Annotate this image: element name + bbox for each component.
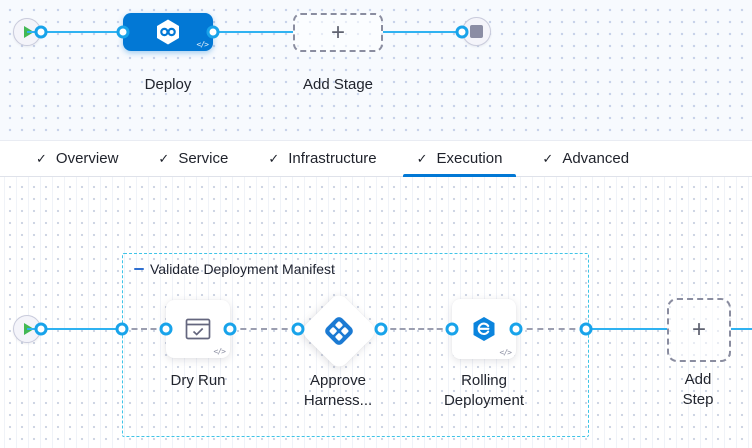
stage-link (383, 31, 462, 33)
exec-link (230, 328, 298, 330)
execution-graph-canvas: Validate Deployment Manifest </> (0, 177, 752, 448)
tab-label: Infrastructure (288, 150, 377, 167)
tab-check-icon: ✓ (542, 150, 554, 166)
step-card-rolling-deployment[interactable]: </> (452, 299, 516, 359)
tab-check-icon: ✓ (416, 150, 428, 166)
tab-advanced[interactable]: ✓ Advanced (528, 141, 643, 176)
rolling-deployment-icon (470, 315, 498, 343)
stage-link (27, 31, 123, 33)
harness-approval-icon (323, 315, 355, 347)
stage-graph-canvas: </> + Deploy Add Stage (0, 0, 752, 140)
connector-port (115, 322, 129, 336)
tab-label: Service (178, 150, 229, 167)
exec-link (27, 328, 122, 330)
connector-port (291, 322, 305, 336)
exec-link (586, 328, 667, 330)
connector-port (206, 25, 220, 39)
tab-check-icon: ✓ (268, 150, 280, 166)
add-stage-label: Add Stage (302, 76, 374, 93)
exec-link (122, 328, 166, 330)
tab-label: Advanced (562, 150, 630, 167)
stage-config-tabs: ✓ Overview ✓ Service ✓ Infrastructure ✓ … (0, 140, 752, 177)
exec-link (516, 328, 586, 330)
yaml-code-icon: </> (196, 40, 209, 49)
plus-icon: + (330, 18, 345, 46)
collapse-group-icon[interactable] (134, 267, 144, 271)
connector-port (159, 322, 173, 336)
connector-port (34, 25, 48, 39)
add-stage-button[interactable]: + (293, 13, 383, 52)
tab-service[interactable]: ✓ Service (144, 141, 242, 176)
stage-node-deploy[interactable]: </> (123, 13, 213, 51)
stop-icon (470, 25, 483, 38)
connector-port (223, 322, 237, 336)
connector-port (455, 25, 469, 39)
step-card-approve[interactable] (299, 291, 379, 371)
tab-overview[interactable]: ✓ Overview (22, 141, 132, 176)
stage-label-deploy: Deploy (144, 76, 192, 93)
step-group-validate-deployment-manifest: Validate Deployment Manifest (122, 253, 589, 437)
connector-port (34, 322, 48, 336)
step-label-dry-run: Dry Run (170, 372, 226, 389)
plus-icon: + (691, 316, 706, 343)
stage-link (213, 31, 293, 33)
connector-port (509, 322, 523, 336)
connector-port (374, 322, 388, 336)
tab-execution[interactable]: ✓ Execution (402, 141, 517, 177)
tab-infrastructure[interactable]: ✓ Infrastructure (254, 141, 390, 176)
step-group-header: Validate Deployment Manifest (134, 261, 335, 277)
step-label-rolling-deployment: Rolling Deployment (443, 372, 525, 409)
tab-check-icon: ✓ (36, 150, 47, 166)
connector-port (579, 322, 593, 336)
harness-cd-stage-icon (155, 18, 181, 46)
connector-port (445, 322, 459, 336)
dry-run-icon (185, 318, 211, 340)
yaml-code-icon: </> (213, 347, 226, 356)
tab-check-icon: ✓ (158, 150, 170, 166)
add-step-button[interactable]: + (667, 298, 731, 362)
connector-port (116, 25, 130, 39)
step-group-title: Validate Deployment Manifest (150, 261, 335, 277)
step-label-approve: Approve Harness... (303, 372, 373, 409)
exec-link (381, 328, 452, 330)
tab-label: Overview (55, 150, 119, 167)
yaml-code-icon: </> (499, 348, 512, 357)
add-step-label: Add Step (682, 371, 714, 408)
step-card-dry-run[interactable]: </> (166, 300, 230, 358)
tab-label: Execution (436, 150, 503, 167)
exec-link (731, 328, 752, 330)
